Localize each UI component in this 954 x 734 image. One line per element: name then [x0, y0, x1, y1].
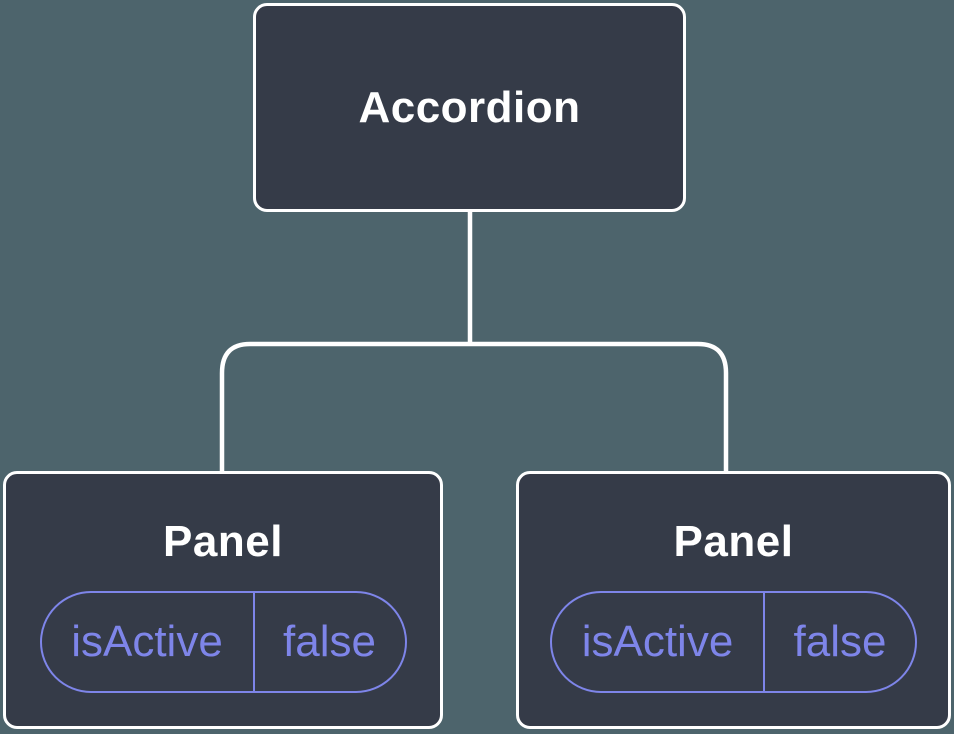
state-pill: isActive false — [39, 591, 407, 693]
node-label: Accordion — [358, 82, 581, 132]
state-pill: isActive false — [550, 591, 917, 693]
node-label: Panel — [673, 517, 794, 566]
state-value: false — [793, 617, 887, 666]
state-name: isActive — [71, 617, 223, 666]
state-pill-divider — [252, 593, 255, 691]
node-accordion: Accordion — [253, 3, 686, 212]
state-pill-divider — [763, 593, 765, 691]
connector-branch — [219, 341, 729, 473]
state-name: isActive — [581, 617, 734, 666]
node-panel-right: Panel isActive false — [516, 471, 951, 729]
node-label: Panel — [163, 517, 283, 566]
node-panel-left: Panel isActive false — [3, 471, 443, 729]
state-value: false — [283, 617, 376, 666]
